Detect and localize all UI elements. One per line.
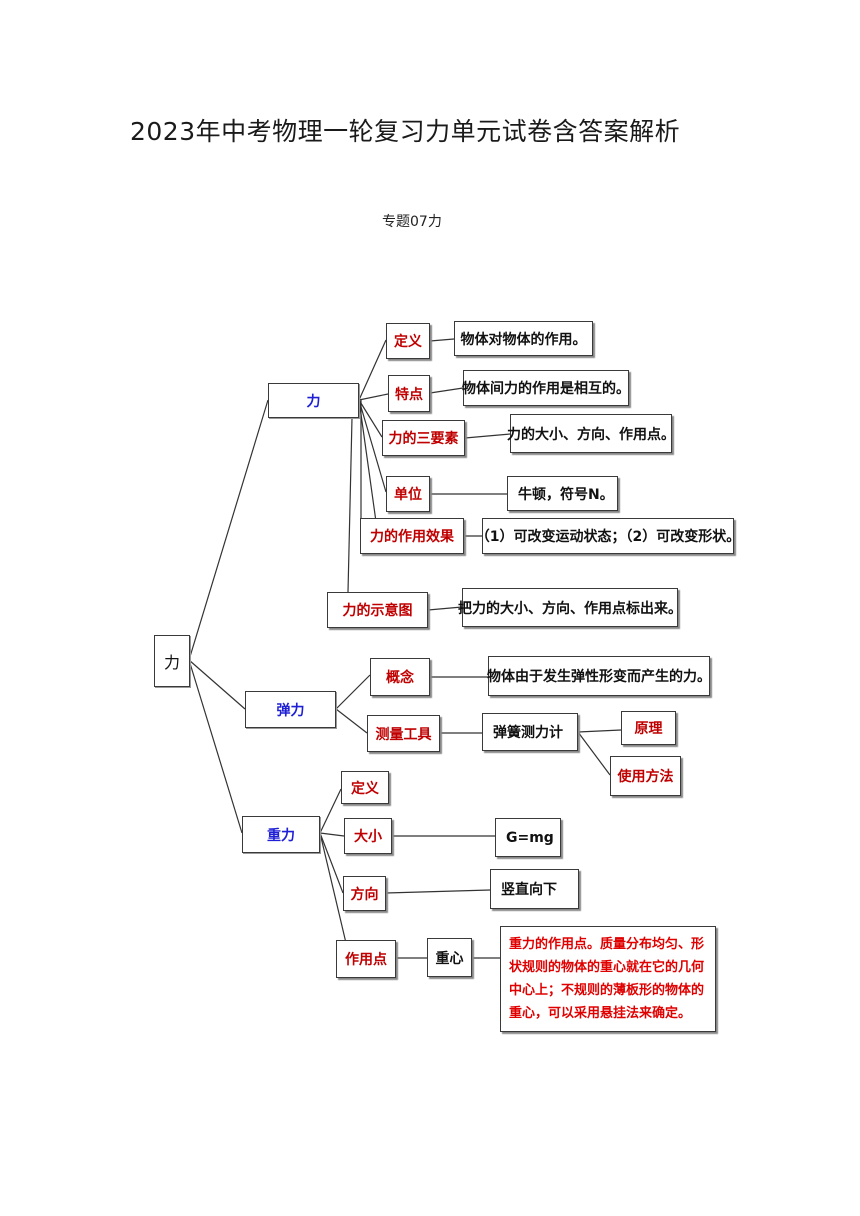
connector-elastic-tool [335,708,368,734]
connector-gravity-definition [319,788,342,834]
connector-gravity-magnitude [319,832,345,837]
node-elastic-principle: 原理 [621,711,676,745]
document-title: 2023年中考物理一轮复习力单元试卷含答案解析 [130,117,681,146]
node-elastic-tool: 测量工具 [367,715,440,752]
connector-definition-desc [429,338,455,342]
connector-root-force [188,399,269,661]
desc-force-diagram: 把力的大小、方向、作用点标出来。 [458,588,682,627]
desc-force-three-elements: 力的大小、方向、作用点。 [507,414,675,453]
desc-force-feature: 物体间力的作用是相互的。 [462,370,630,406]
connector-force-definition [358,339,387,401]
connector-elements-desc [464,433,511,439]
node-force: 力 [268,383,359,418]
desc-gravity-point: 重力的作用点。质量分布均匀、形状规则的物体的重心就在它的几何中心上；不规则的薄板… [500,926,716,1032]
desc-force-effect: （1）可改变运动状态；（2）可改变形状。 [476,518,740,554]
desc-gravity-magnitude: G=mg [495,818,561,857]
node-gravity-direction: 方向 [343,876,386,911]
connector-force-effect [358,399,379,537]
node-root-force: 力 [154,635,190,687]
connector-diagram-desc [427,606,463,611]
node-force-effect: 力的作用效果 [360,518,464,554]
desc-force-definition: 物体对物体的作用。 [454,321,593,356]
connector-feature-desc [429,387,464,394]
node-force-diagram: 力的示意图 [327,592,428,628]
node-elastic-concept: 概念 [370,658,430,696]
connector-force-diagram [347,417,353,593]
node-force-feature: 特点 [388,375,430,412]
connector-force-elements [358,399,383,438]
node-force-definition: 定义 [386,323,430,359]
node-gravity: 重力 [242,816,320,853]
connector-root-elastic [188,659,246,710]
connector-elastic-concept [335,674,371,710]
desc-elastic-tool: 弹簧测力计 [482,713,578,751]
connector-force-feature [358,393,389,401]
connector-gravity-point [319,832,347,944]
connector-root-gravity [188,659,243,834]
node-gravity-point: 作用点 [336,940,396,978]
connector-direction-desc [385,889,491,894]
node-gravity-center: 重心 [427,938,472,977]
connector-tool-principle [577,729,622,733]
desc-gravity-direction: 竖直向下 [490,869,579,909]
desc-force-unit: 牛顿，符号N。 [507,476,618,511]
connector-gravity-direction [319,832,344,894]
node-force-unit: 单位 [386,476,430,512]
node-gravity-definition: 定义 [341,771,389,804]
document-subtitle: 专题07力 [382,214,442,230]
node-gravity-magnitude: 大小 [344,818,392,854]
node-force-three-elements: 力的三要素 [382,420,465,456]
node-elastic: 弹力 [245,691,336,728]
desc-elastic-concept: 物体由于发生弹性形变而产生的力。 [487,656,711,696]
connector-force-unit [358,399,387,493]
connector-tool-usage [577,731,611,776]
node-elastic-usage: 使用方法 [610,756,681,796]
